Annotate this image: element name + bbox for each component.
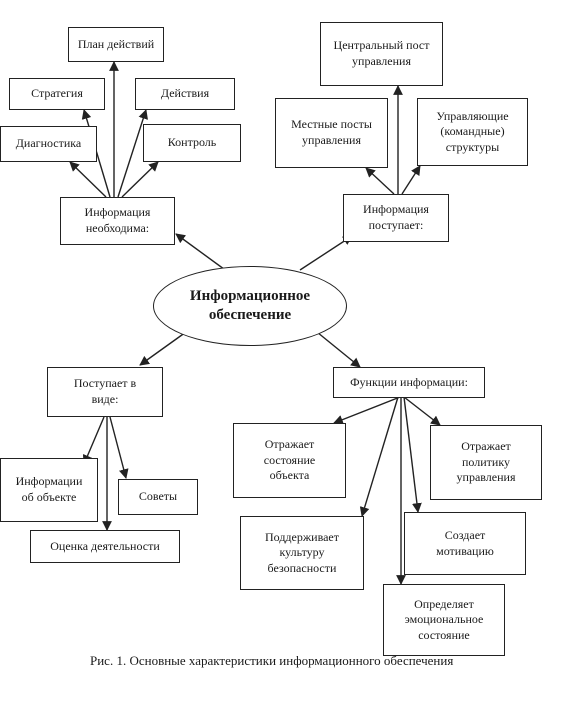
arrow-center-to-functions [311,327,361,368]
hub-functions: Функции информации: [333,367,485,398]
node-motivation: Создает мотивацию [404,512,526,575]
hub-form-label: Поступает в виде: [73,376,137,406]
node-motivation-label: Создает мотивацию [436,527,494,558]
hub-required-info: Информация необходима: [60,197,175,245]
node-emotional-state: Определяет эмоциональное состояние [383,584,505,656]
node-advice: Советы [118,479,198,515]
hub-functions-label: Функции информации: [350,374,468,389]
node-reflects-state-label: Отражает состояние объекта [263,437,316,483]
node-central-post: Центральный пост управления [320,22,443,86]
arrow-to-object-info [82,416,105,465]
arrow-to-safety [359,396,399,517]
arrow-to-command [401,165,421,195]
arrow-to-diagnostics [69,161,107,198]
figure-caption: Рис. 1. Основные характеристики информац… [90,653,454,668]
node-evaluation: Оценка деятельности [30,530,180,563]
arrow-to-state [333,396,401,425]
hub-incoming-info-label: Информация поступает: [363,202,429,232]
node-safety-culture: Поддерживает культуру безопасности [240,516,364,590]
node-control: Контроль [143,124,241,162]
arrow-to-strategy [81,109,111,198]
node-local-posts: Местные посты управления [275,98,388,168]
hub-form: Поступает в виде: [47,367,163,417]
arrow-center-to-required [175,233,229,273]
hub-required-info-label: Информация необходима: [84,205,151,235]
arrow-to-motivation [403,396,422,513]
node-diagnostics-label: Диагностика [15,136,82,151]
center-ellipse: Информационное обеспечение [153,266,347,346]
node-object-info-label: Информации об объекте [15,474,83,504]
node-local-posts-label: Местные посты управления [291,117,372,147]
node-action-plan: План действий [68,27,164,62]
node-central-post-label: Центральный пост управления [333,38,430,68]
node-strategy: Стратегия [9,78,105,110]
arrow-to-policy [403,396,441,426]
hub-incoming-info: Информация поступает: [343,194,449,242]
node-reflects-policy-label: Отражает политику управления [456,439,516,485]
arrow-to-local [365,167,395,195]
node-action-plan-label: План действий [77,36,155,51]
arrow-to-actions [117,109,148,198]
node-command-structures: Управляющие (командные) структуры [417,98,528,166]
node-emotional-state-label: Определяет эмоциональное состояние [404,596,484,642]
node-control-label: Контроль [167,135,217,150]
arrow-to-advice [109,416,129,479]
node-advice-label: Советы [138,489,178,504]
node-evaluation-label: Оценка деятельности [50,538,160,553]
node-actions: Действия [135,78,235,110]
center-label: Информационное обеспечение [189,287,311,324]
node-diagnostics: Диагностика [0,126,97,162]
node-command-structures-label: Управляющие (командные) структуры [436,108,509,154]
node-safety-culture-label: Поддерживает культуру безопасности [265,529,339,575]
node-reflects-state: Отражает состояние объекта [233,423,346,498]
node-actions-label: Действия [160,86,210,101]
node-object-info: Информации об объекте [0,458,98,522]
node-reflects-policy: Отражает политику управления [430,425,542,500]
node-strategy-label: Стратегия [31,86,83,101]
arrow-to-control [121,161,159,198]
